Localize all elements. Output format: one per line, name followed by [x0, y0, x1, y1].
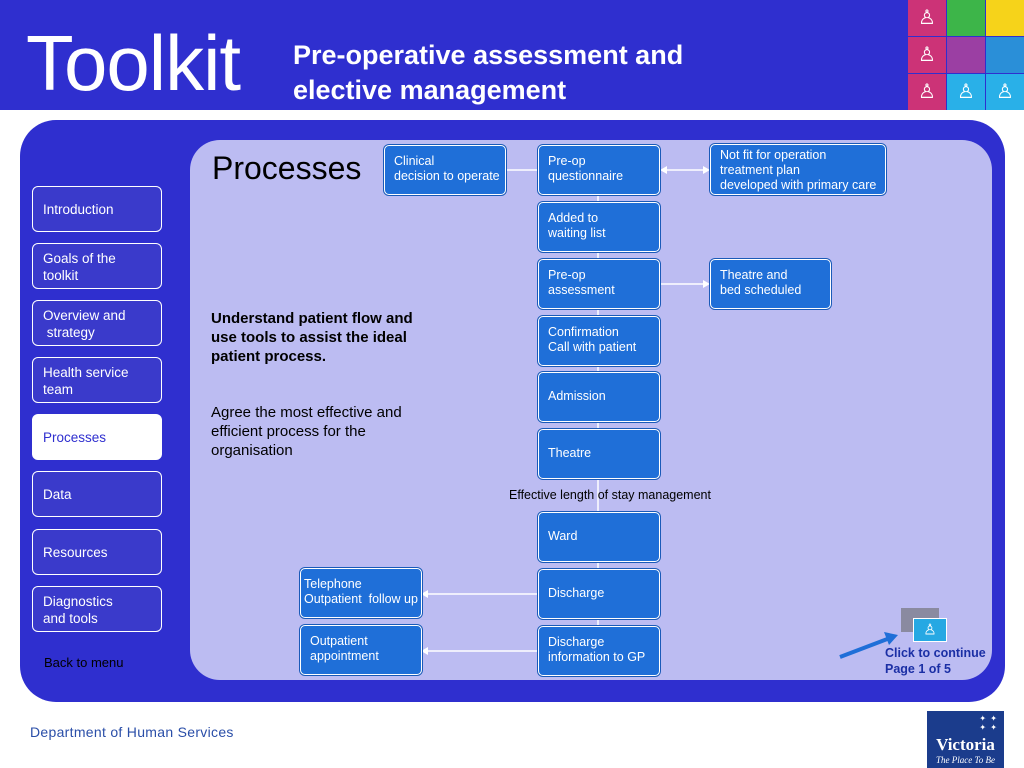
flow-box-not-fit: Not fit for operation treatment plan dev…	[710, 144, 886, 195]
flow-box-telephone-followup: Telephone Outpatient follow up	[300, 568, 422, 618]
flow-box-text: Confirmation	[548, 325, 619, 339]
sidebar-item-label: Goals of the	[43, 251, 116, 266]
flow-box-text: waiting list	[548, 226, 606, 240]
sidebar-item-overview[interactable]: Overview and strategy	[32, 300, 162, 346]
flow-box-theatre: Theatre	[538, 429, 660, 479]
person-icon: ♙	[918, 44, 936, 66]
flow-box-text: Added to	[548, 211, 599, 225]
flow-box-waiting-list: Added to waiting list	[538, 202, 660, 252]
flow-box-admission: Admission	[538, 372, 660, 422]
stars-icon: ✦ ✦✦ ✦	[979, 714, 998, 732]
flow-box-text: developed with primary care	[720, 178, 877, 192]
logo-grid: ♙ ♙ ♙ ♙ ♙	[908, 0, 1024, 110]
sidebar-item-label: Health service	[43, 365, 129, 380]
flow-box-text: Pre-op	[548, 268, 586, 282]
victoria-logo-name: Victoria	[936, 735, 995, 754]
flow-box-text: Admission	[548, 389, 606, 403]
flow-box-outpatient-appointment: Outpatient appointment	[300, 625, 422, 675]
length-of-stay-label: Effective length of stay management	[509, 488, 711, 502]
flow-box-clinical-decision: Clinical decision to operate	[384, 145, 506, 195]
flow-box-text: appointment	[310, 649, 379, 663]
flow-box-text: Ward	[548, 529, 578, 543]
logo-tile	[986, 37, 1024, 73]
flow-box-discharge: Discharge	[538, 569, 660, 619]
sidebar-item-introduction[interactable]: Introduction	[32, 186, 162, 232]
victoria-logo-tagline: The Place To Be	[936, 755, 995, 765]
sidebar-item-label: toolkit	[43, 268, 79, 283]
victoria-logo: ✦ ✦✦ ✦ Victoria The Place To Be	[927, 711, 1004, 768]
flow-box-text: assessment	[548, 283, 615, 297]
page-indicator: Page 1 of 5	[885, 662, 951, 676]
logo-tile	[947, 0, 985, 36]
person-icon: ♙	[957, 81, 975, 103]
page-subtitle: Pre-operative assessment and elective ma…	[293, 40, 684, 105]
logo-tile: ♙	[947, 74, 985, 110]
intro-body-text: Agree the most effective and efficient p…	[211, 404, 402, 459]
flow-box-text: Discharge	[548, 586, 605, 600]
person-icon: ♙	[996, 81, 1014, 103]
sidebar-item-label: strategy	[43, 325, 95, 340]
flow-box-text: questionnaire	[548, 169, 624, 183]
flow-box-preop-assessment: Pre-op assessment	[538, 259, 660, 309]
logo-tile	[947, 37, 985, 73]
sidebar-item-label: Overview and	[43, 308, 126, 323]
logo-tile: ♙	[908, 0, 946, 36]
back-to-menu-link[interactable]: Back to menu	[44, 655, 124, 670]
flow-box-text: decision to operate	[394, 169, 500, 183]
person-icon: ♙	[923, 621, 937, 639]
sidebar-item-health-service-team[interactable]: Health service team	[32, 357, 162, 403]
sidebar-item-label: and tools	[43, 611, 98, 626]
flow-box-text: Pre-op	[548, 154, 586, 168]
department-name: Department of Human Services	[30, 724, 234, 740]
sidebar-item-label: Data	[43, 487, 72, 502]
sidebar-item-goals[interactable]: Goals of the toolkit	[32, 243, 162, 289]
person-icon: ♙	[918, 7, 936, 29]
flow-box-preop-questionnaire: Pre-op questionnaire	[538, 145, 660, 195]
sidebar-item-label: Processes	[43, 430, 107, 445]
header-bar: Toolkit Pre-operative assessment and ele…	[0, 0, 1024, 110]
flow-box-text: Clinical	[394, 154, 435, 168]
logo-tile: ♙	[908, 74, 946, 110]
sidebar-item-data[interactable]: Data	[32, 471, 162, 517]
sidebar-item-label: Resources	[43, 545, 108, 560]
flow-box-text: Theatre and	[720, 268, 788, 282]
flow-box-text: Telephone	[304, 577, 362, 591]
flow-box-text: bed scheduled	[720, 283, 802, 297]
sidebar-item-processes[interactable]: Processes	[32, 414, 162, 460]
sidebar-item-resources[interactable]: Resources	[32, 529, 162, 575]
page-title: Processes	[212, 150, 362, 186]
intro-bold-text: Understand patient flow and use tools to…	[211, 310, 413, 365]
flow-box-text: treatment plan	[720, 163, 800, 177]
flow-box-text: Outpatient	[310, 634, 368, 648]
sidebar-item-diagnostics[interactable]: Diagnostics and tools	[32, 586, 162, 632]
logo-tile	[986, 0, 1024, 36]
logo-tile: ♙	[986, 74, 1024, 110]
logo-tile: ♙	[908, 37, 946, 73]
toolkit-title: Toolkit	[26, 19, 241, 107]
sidebar-item-label: team	[43, 382, 74, 397]
flow-box-text: Call with patient	[548, 340, 637, 354]
flow-box-text: Outpatient follow up	[304, 592, 418, 606]
person-icon: ♙	[918, 81, 936, 103]
flow-box-text: information to GP	[548, 650, 646, 664]
flow-box-discharge-info: Discharge information to GP	[538, 626, 660, 676]
continue-label: Click to continue	[885, 646, 986, 660]
flow-box-ward: Ward	[538, 512, 660, 562]
flow-box-theatre-bed: Theatre and bed scheduled	[710, 259, 831, 309]
continue-icon[interactable]: ♙	[913, 618, 947, 642]
flow-box-confirmation: Confirmation Call with patient	[538, 316, 660, 366]
sidebar-item-label: Introduction	[43, 202, 114, 217]
flow-box-text: Discharge	[548, 635, 605, 649]
continue-link[interactable]: Click to continue Page 1 of 5	[885, 645, 986, 677]
flow-box-text: Theatre	[548, 446, 592, 460]
flow-box-text: Not fit for operation	[720, 148, 827, 162]
sidebar-item-label: Diagnostics	[43, 594, 113, 609]
